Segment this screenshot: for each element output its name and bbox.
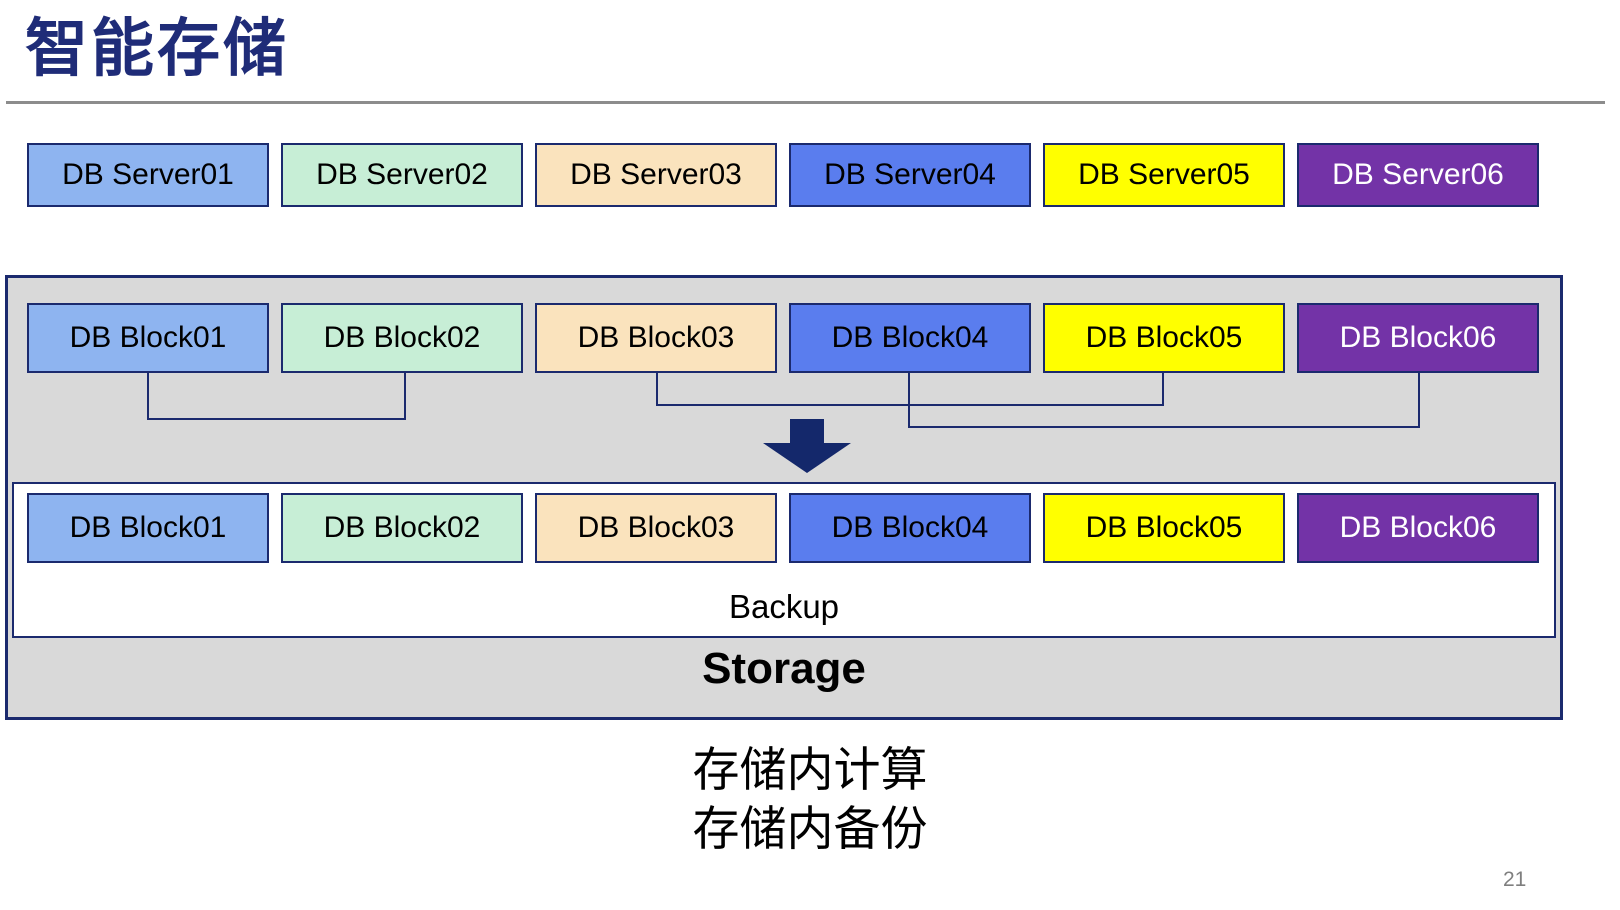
db-server-box-03: DB Server03 — [535, 143, 777, 207]
db-block-bottom-04: DB Block04 — [789, 493, 1031, 563]
storage-label: Storage — [702, 644, 866, 693]
caption-line-2: 存储内备份 — [692, 802, 928, 855]
caption-block: 存储内计算 存储内备份 — [0, 740, 1620, 858]
db-block-top-04: DB Block04 — [789, 303, 1031, 373]
page-number: 21 — [1503, 868, 1527, 891]
title-divider — [6, 101, 1605, 104]
down-arrow-icon — [763, 419, 851, 473]
caption-line-1: 存储内计算 — [692, 743, 928, 796]
db-block-top-02: DB Block02 — [281, 303, 523, 373]
db-server-box-05: DB Server05 — [1043, 143, 1285, 207]
block-row-bottom: DB Block01 DB Block02 DB Block03 DB Bloc… — [27, 493, 1539, 563]
db-block-bottom-03: DB Block03 — [535, 493, 777, 563]
backup-area: DB Block01 DB Block02 DB Block03 DB Bloc… — [12, 482, 1556, 638]
db-block-top-01: DB Block01 — [27, 303, 269, 373]
db-block-top-06: DB Block06 — [1297, 303, 1539, 373]
storage-container: DB Block01 DB Block02 DB Block03 DB Bloc… — [5, 275, 1563, 720]
db-block-top-05: DB Block05 — [1043, 303, 1285, 373]
db-server-box-06: DB Server06 — [1297, 143, 1539, 207]
connector-block03-block05 — [656, 373, 1164, 406]
block-row-top: DB Block01 DB Block02 DB Block03 DB Bloc… — [27, 303, 1539, 373]
page-title: 智能存储 — [25, 14, 289, 84]
connector-block01-block02 — [147, 373, 406, 420]
db-block-bottom-01: DB Block01 — [27, 493, 269, 563]
backup-label: Backup — [728, 588, 840, 625]
server-row: DB Server01 DB Server02 DB Server03 DB S… — [27, 143, 1539, 207]
db-block-bottom-06: DB Block06 — [1297, 493, 1539, 563]
db-block-top-03: DB Block03 — [535, 303, 777, 373]
db-block-bottom-02: DB Block02 — [281, 493, 523, 563]
connector-block04-block06 — [908, 373, 1420, 428]
db-server-box-02: DB Server02 — [281, 143, 523, 207]
db-server-box-04: DB Server04 — [789, 143, 1031, 207]
db-block-bottom-05: DB Block05 — [1043, 493, 1285, 563]
db-server-box-01: DB Server01 — [27, 143, 269, 207]
